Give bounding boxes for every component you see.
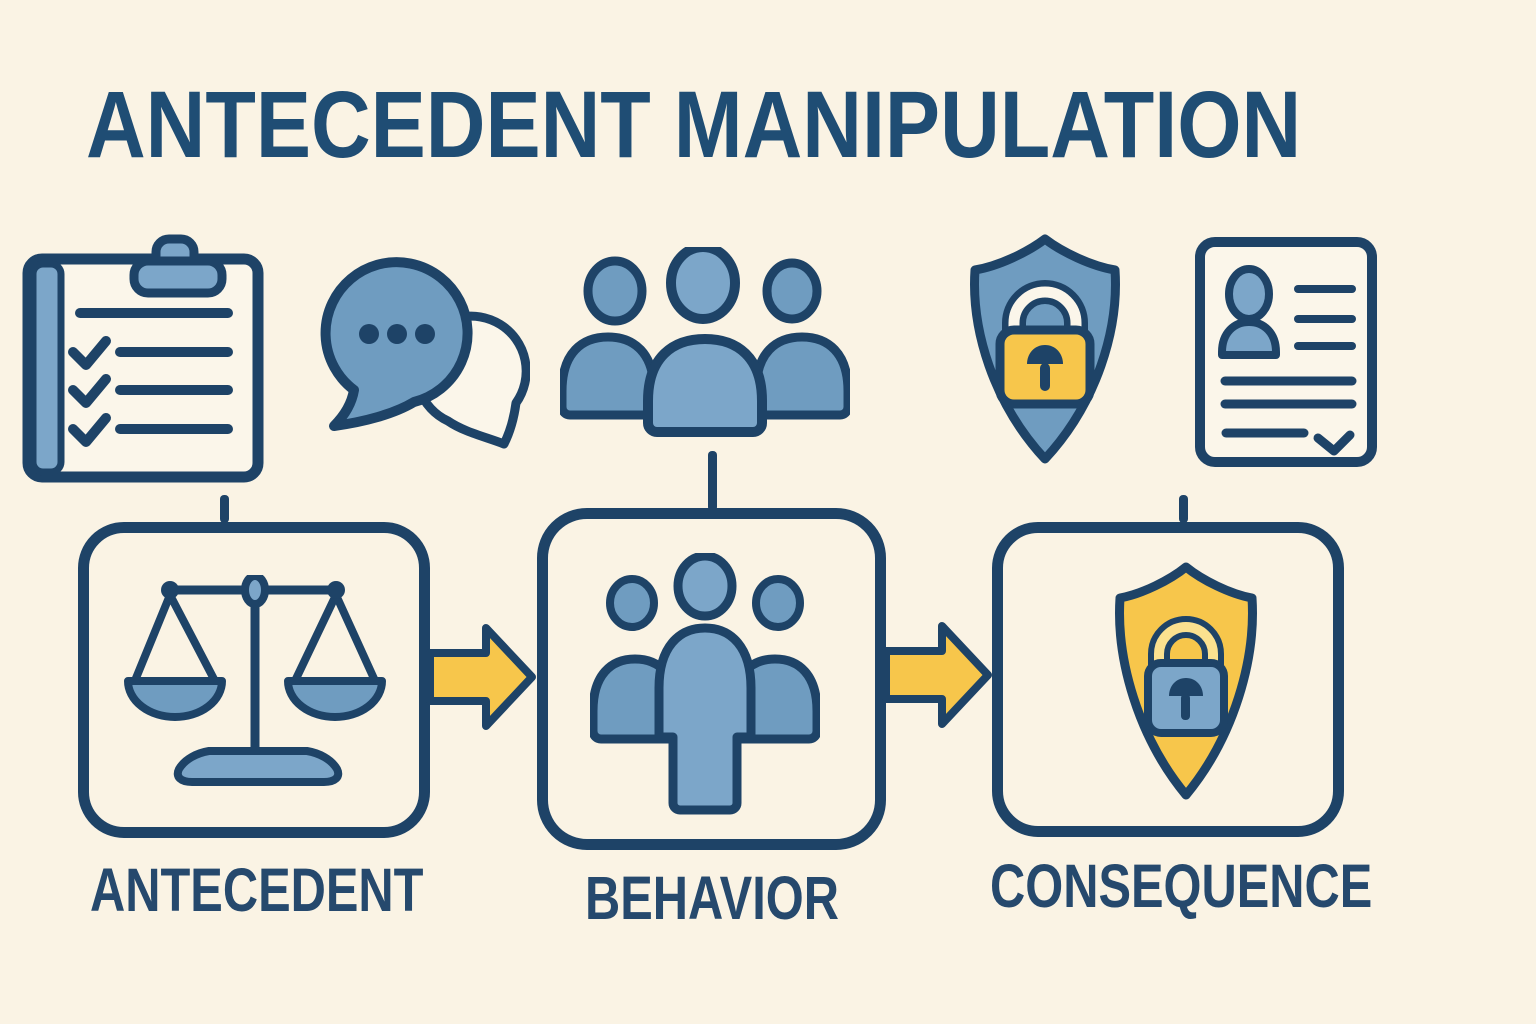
page-title: ANTECEDENT MANIPULATION: [86, 72, 1302, 178]
profile-document-icon: [1192, 234, 1380, 470]
connector-stub: [708, 451, 717, 511]
antecedent-label: ANTECEDENT: [90, 856, 424, 924]
arrow-right-icon: [426, 622, 538, 732]
balance-scale-icon: [122, 575, 390, 787]
consequence-label: CONSEQUENCE: [990, 852, 1373, 920]
arrow-right-icon: [882, 620, 994, 730]
shield-lock-icon: [1104, 561, 1268, 801]
padlock-icon: [1144, 616, 1228, 737]
padlock-icon: [995, 280, 1095, 409]
people-group-icon: [590, 553, 820, 815]
people-group-icon: [560, 247, 850, 437]
consequence-box: [992, 522, 1344, 837]
behavior-box: [537, 508, 886, 850]
clipboard-checklist-icon: [16, 231, 264, 483]
behavior-label: BEHAVIOR: [585, 864, 839, 932]
connector-stub: [220, 495, 229, 523]
connector-stub: [1179, 495, 1188, 523]
shield-lock-icon: [954, 233, 1136, 465]
antecedent-box: [78, 522, 430, 838]
chat-bubbles-icon: [318, 256, 530, 452]
